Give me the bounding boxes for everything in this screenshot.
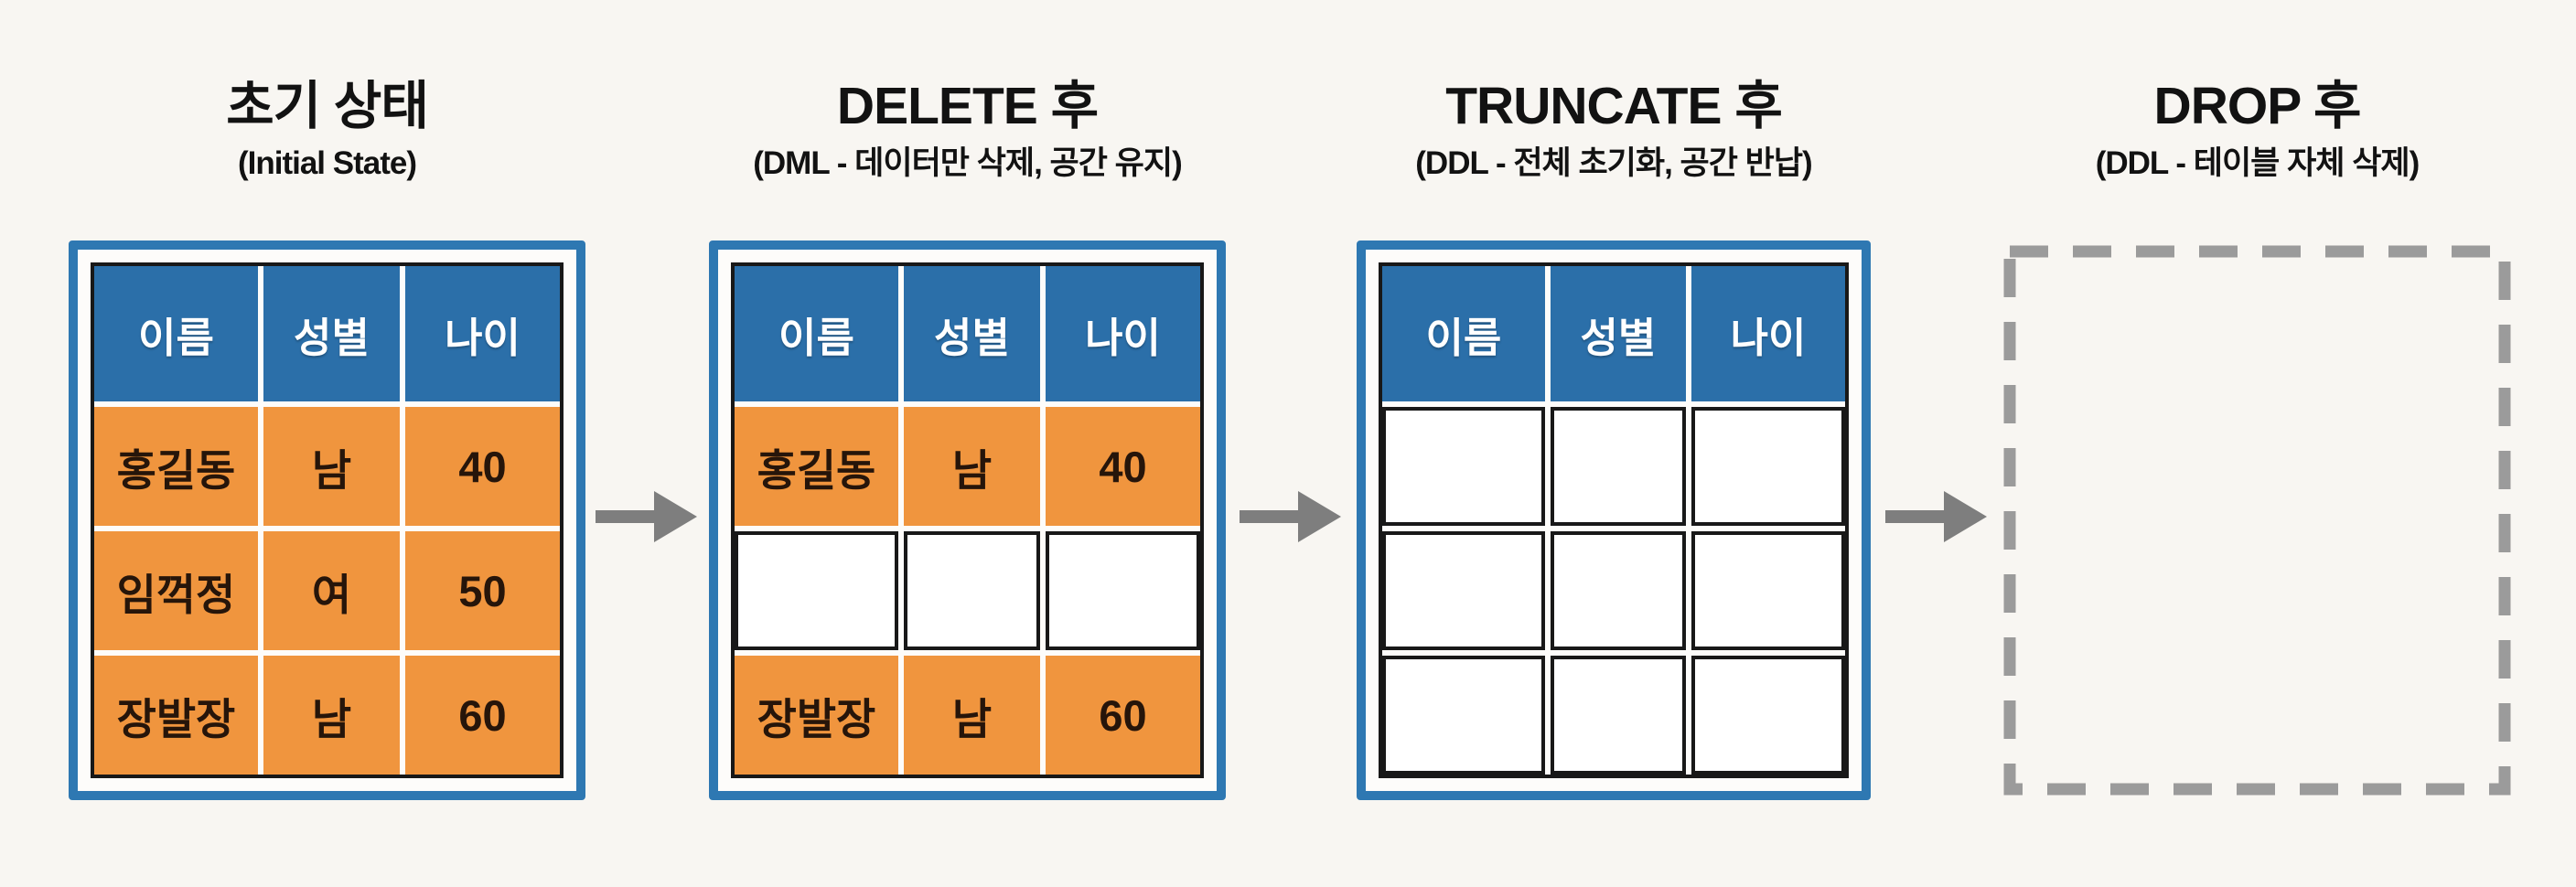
empty-cell [1550, 656, 1687, 775]
table-cell: 장발장 [735, 656, 898, 775]
empty-cell [903, 531, 1041, 650]
table-cell: 60 [1046, 656, 1200, 775]
header-cell-2: 나이 [405, 266, 560, 401]
table-cell: 여 [263, 531, 401, 650]
dashed-border-icon [2003, 245, 2511, 796]
table-cell: 임꺽정 [94, 531, 258, 650]
table-cell: 홍길동 [94, 407, 258, 526]
empty-cell [1382, 531, 1545, 650]
flow-arrow-2 [1240, 490, 1342, 543]
empty-cell [1382, 407, 1545, 526]
empty-cell [1046, 531, 1200, 650]
header-cell-0: 이름 [1382, 266, 1545, 401]
flow-arrow-3 [1885, 490, 1988, 543]
header-cell-0: 이름 [735, 266, 898, 401]
table-cell: 남 [903, 407, 1041, 526]
panel-titles: TRUNCATE 후 (DDL - 전체 초기화, 공간 반납) [1357, 77, 1871, 183]
header-cell-1: 성별 [903, 266, 1041, 401]
panel-title: TRUNCATE 후 [1445, 77, 1783, 135]
empty-cell [1550, 531, 1687, 650]
header-cell-0: 이름 [94, 266, 258, 401]
table-cell: 홍길동 [735, 407, 898, 526]
panel-drop: DROP 후 (DDL - 테이블 자체 삭제) [2003, 0, 2511, 887]
right-arrow-icon [1240, 491, 1341, 542]
empty-cell [735, 531, 898, 650]
table-cell: 남 [263, 407, 401, 526]
table-cell: 남 [903, 656, 1041, 775]
header-cell-2: 나이 [1046, 266, 1200, 401]
table-cell: 장발장 [94, 656, 258, 775]
header-cell-1: 성별 [263, 266, 401, 401]
panel-titles: DELETE 후 (DML - 데이터만 삭제, 공간 유지) [709, 77, 1226, 183]
panel-title: DROP 후 [2153, 77, 2362, 135]
panel-subtitle: (DDL - 전체 초기화, 공간 반납) [1415, 144, 1812, 181]
empty-cell [1382, 656, 1545, 775]
table-cell: 40 [405, 407, 560, 526]
empty-cell [1691, 407, 1845, 526]
empty-cell [1691, 656, 1845, 775]
empty-cell [1550, 407, 1687, 526]
panel-subtitle: (DDL - 테이블 자체 삭제) [2095, 144, 2420, 181]
table-cell: 60 [405, 656, 560, 775]
table-cell: 남 [263, 656, 401, 775]
panel-title: DELETE 후 [836, 77, 1099, 135]
header-cell-1: 성별 [1550, 266, 1687, 401]
panel-titles: DROP 후 (DDL - 테이블 자체 삭제) [2003, 77, 2511, 183]
dropped-table-placeholder [2003, 245, 2511, 796]
panel-subtitle: (DML - 데이터만 삭제, 공간 유지) [753, 144, 1183, 181]
header-cell-2: 나이 [1691, 266, 1845, 401]
panel-titles: 초기 상태 (Initial State) [69, 77, 585, 183]
panel-title: 초기 상태 [226, 77, 429, 135]
right-arrow-icon [596, 491, 697, 542]
flow-arrow-1 [596, 490, 698, 543]
panel-subtitle: (Initial State) [237, 144, 417, 181]
empty-cell [1691, 531, 1845, 650]
table-cell: 40 [1046, 407, 1200, 526]
right-arrow-icon [1885, 491, 1987, 542]
table-cell: 50 [405, 531, 560, 650]
